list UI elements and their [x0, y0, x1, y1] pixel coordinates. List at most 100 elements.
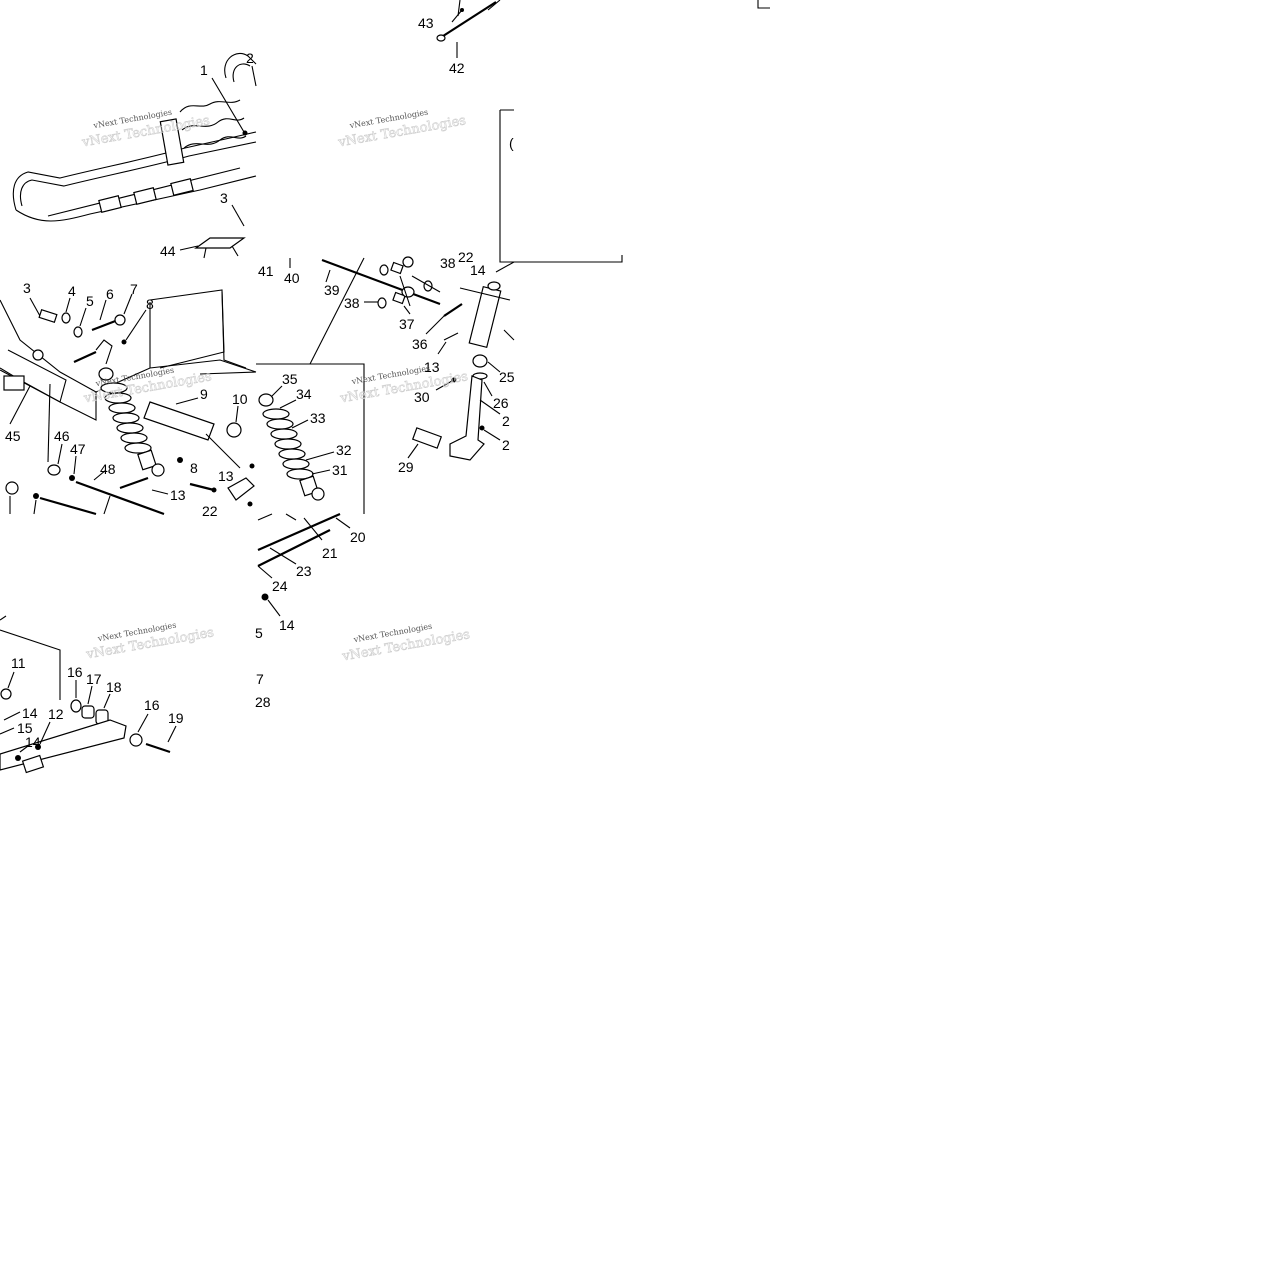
ski-spindle [159, 118, 185, 166]
bushing-11 [0, 688, 12, 700]
ski-spring-low [183, 135, 247, 149]
callout-25: 25 [499, 369, 515, 385]
plate-cutout [3, 375, 25, 391]
tile-suspension-mount: 3 4 5 6 7 8 9 [0, 280, 257, 519]
leader-4 [65, 297, 71, 313]
callout-14b: 14 [279, 617, 295, 633]
ski-window-2 [133, 187, 157, 205]
bracket-upper [95, 339, 113, 365]
leader-5 [79, 307, 87, 327]
callout-19: 19 [168, 710, 184, 726]
callout-22b: 22 [202, 503, 218, 519]
leader-23 [269, 547, 297, 565]
ski-runner [15, 175, 257, 222]
leader-10 [235, 405, 239, 423]
tile-shock-detail: 35 34 33 32 31 [258, 371, 352, 501]
callout-46: 46 [54, 428, 70, 444]
leader-9 [175, 397, 199, 405]
tile-lower-linkage: 11 16 17 18 16 19 14 15 12 14 [0, 615, 184, 774]
callout-28: 28 [255, 694, 271, 710]
frame-edge [221, 291, 247, 369]
leader-14 [267, 599, 281, 617]
callout-42: 42 [449, 60, 465, 76]
leader-26 [483, 381, 493, 397]
tick-a [203, 247, 207, 259]
bolt-42-head [436, 34, 446, 42]
bushing-top [402, 256, 414, 268]
ski-window-3 [170, 178, 194, 196]
leader-14c [3, 711, 21, 721]
callout-14c: 14 [22, 705, 38, 721]
frame-lower [95, 359, 257, 393]
callout-16: 16 [67, 664, 83, 680]
callout-20: 20 [350, 529, 366, 545]
leader-3b [29, 297, 41, 317]
nut-30 [451, 377, 457, 383]
pin-29 [411, 427, 443, 449]
callout-14d: 14 [25, 734, 41, 750]
callout-28r: 2 [502, 437, 510, 453]
spindle-tube [468, 285, 502, 349]
callout-35: 35 [282, 371, 298, 387]
front-shock [98, 367, 165, 477]
bushing-25 [472, 354, 488, 368]
bolt-13 [443, 332, 459, 341]
leader-31 [311, 469, 331, 475]
control-arm-9 [143, 401, 215, 441]
nut-7 [114, 314, 126, 326]
leader-11 [7, 671, 15, 689]
rail-c [257, 513, 273, 521]
bolt-19 [145, 742, 171, 754]
bolt-42 [439, 1, 497, 39]
pin-3 [38, 308, 58, 324]
washer-5 [73, 326, 83, 338]
tick-left-3 [103, 495, 111, 515]
tile-lower-rail: 20 21 23 24 14 5 7 28 [255, 512, 366, 710]
callout-24: 24 [272, 578, 288, 594]
tick-b [231, 245, 239, 257]
bushing-left [5, 481, 19, 495]
spindle-arm [459, 287, 511, 301]
spindle-cap [487, 281, 501, 291]
bushing-10 [226, 422, 242, 438]
callout-15: 15 [17, 720, 33, 736]
nut-8 [121, 339, 127, 345]
callout-27r: 2 [502, 413, 510, 429]
shaft-lower [39, 496, 97, 516]
block-lower [21, 754, 45, 774]
callout-7: 7 [130, 281, 138, 297]
leader-45a [47, 383, 51, 463]
callout-5: 5 [86, 293, 94, 309]
callout-12: 12 [48, 706, 64, 722]
leader-35 [271, 385, 283, 397]
shock-eye-35 [258, 393, 274, 407]
callout-22a: 22 [458, 249, 474, 265]
leader-45 [9, 385, 31, 425]
callout-31: 31 [332, 462, 348, 478]
callout-29: 29 [398, 459, 414, 475]
washer-38b [377, 297, 387, 309]
clip-mark [0, 615, 7, 621]
bolt-13b [119, 476, 149, 490]
callout-9: 9 [200, 386, 208, 402]
leader-6 [99, 299, 107, 321]
leader-37a [399, 275, 411, 307]
callout-43: 43 [418, 15, 434, 31]
callout-34: 34 [296, 386, 312, 402]
leader-46 [57, 443, 63, 465]
detail-frame-shock [256, 363, 365, 514]
washer-38c [379, 264, 389, 276]
washer-14d [35, 744, 41, 750]
leader-44 [179, 245, 199, 251]
leader-21 [303, 517, 323, 541]
leader-13b [151, 489, 169, 495]
washer-16 [70, 699, 82, 713]
callout-40: 40 [284, 270, 300, 286]
leader-16b [137, 713, 149, 733]
nut-28 [479, 425, 485, 431]
callout-8: 8 [146, 296, 154, 312]
nut-right [247, 501, 253, 507]
callout-48: 48 [100, 461, 116, 477]
shaft-48 [75, 480, 165, 516]
